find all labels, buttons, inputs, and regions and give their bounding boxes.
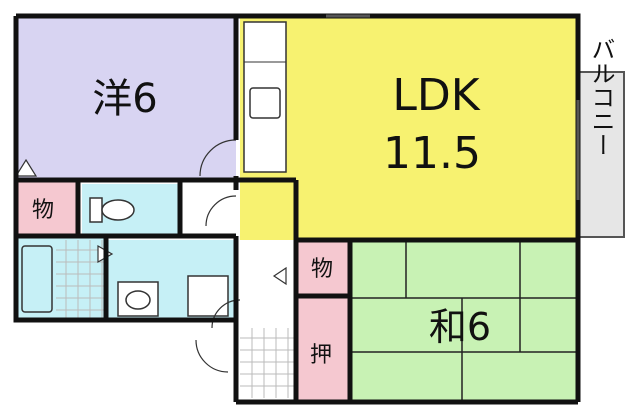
balcony-label: バルコニー (587, 37, 615, 157)
ldk-label-line2: 11.5 (383, 128, 481, 179)
western-room-label: 洋6 (92, 76, 157, 122)
oshiire-label: 押 (310, 343, 332, 368)
japanese-room-label: 和6 (429, 305, 491, 349)
western-room (16, 18, 236, 178)
windows (326, 14, 580, 200)
closet-middle (296, 240, 348, 295)
sink-icon (249, 87, 281, 119)
floor-tiles (56, 240, 294, 398)
ldk-label-line1: LDK (392, 70, 480, 121)
oshiire-closet (296, 298, 348, 400)
bathtub-icon (21, 245, 53, 313)
walls (13, 13, 581, 405)
wash-basin-icon (117, 281, 159, 317)
tatami-lines (350, 240, 576, 400)
closet-middle-label: 物 (311, 257, 333, 282)
toilet-icon (89, 197, 135, 223)
closet-top-left-label: 物 (32, 198, 54, 223)
closet-top-left (16, 182, 76, 234)
japanese-room (350, 240, 576, 400)
washer-pan-icon (187, 275, 229, 317)
